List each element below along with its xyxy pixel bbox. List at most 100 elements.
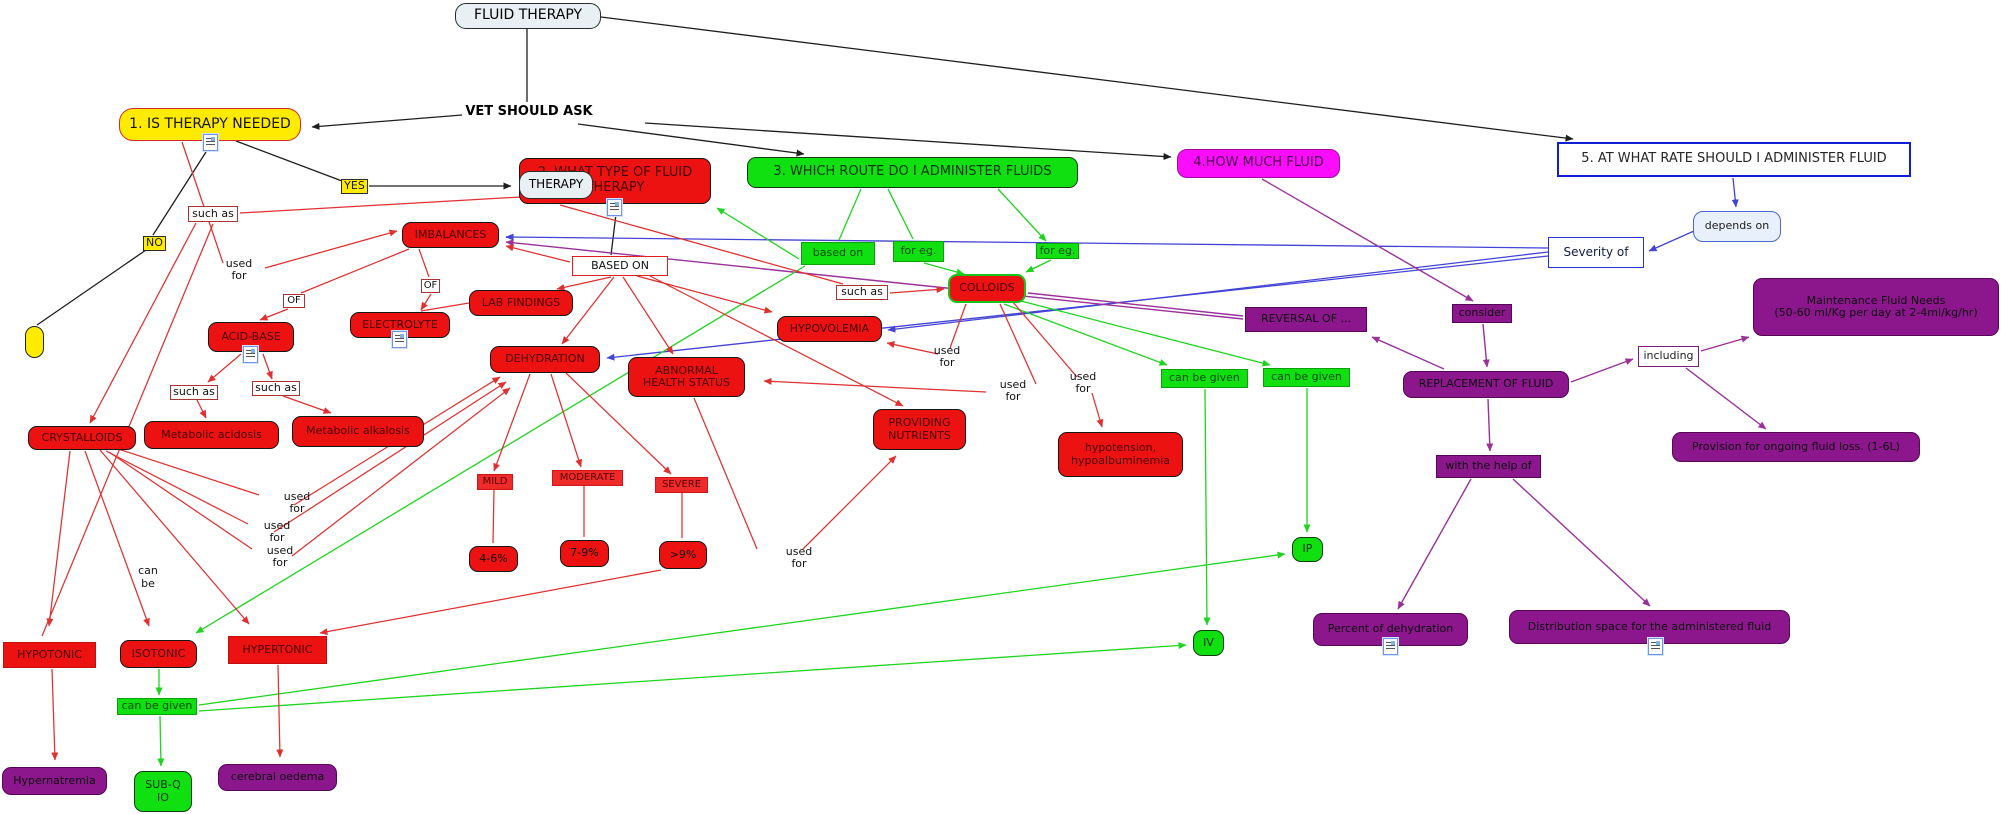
edge: [997, 188, 1047, 242]
document-resource-icon[interactable]: [392, 331, 407, 348]
link-used-for-1[interactable]: used for: [225, 256, 253, 282]
crystalloids[interactable]: CRYSTALLOIDS: [28, 426, 136, 450]
edge: [1011, 300, 1078, 378]
link-used-for-4[interactable]: used for: [266, 543, 294, 569]
edge: [1512, 478, 1651, 607]
imbalances[interactable]: IMBALANCES: [402, 222, 499, 248]
link-depends-on[interactable]: depends on: [1693, 211, 1781, 242]
edge: [763, 377, 987, 393]
document-resource-icon[interactable]: [1383, 638, 1398, 655]
edge: [420, 302, 470, 312]
pct-7-9[interactable]: 7-9%: [560, 540, 609, 567]
pct-4-6[interactable]: 4-6%: [469, 546, 518, 572]
link-can-be-given-2[interactable]: can be given: [1263, 368, 1350, 387]
moderate[interactable]: MODERATE: [552, 470, 623, 486]
label-yes[interactable]: YES: [341, 179, 368, 194]
dehydration[interactable]: DEHYDRATION: [490, 346, 600, 373]
document-resource-icon[interactable]: [203, 134, 218, 151]
link-can-be-given-bottom[interactable]: can be given: [117, 698, 197, 715]
fluid-therapy[interactable]: FLUID THERAPY: [455, 3, 601, 29]
hypotension-hypoalbuminemia[interactable]: hypotension, hypoalbuminemia: [1058, 432, 1183, 477]
link-used-for-3[interactable]: used for: [263, 518, 291, 544]
link-based-on-green[interactable]: based on: [801, 242, 875, 265]
question-5-what-rate[interactable]: 5. AT WHAT RATE SHOULD I ADMINISTER FLUI…: [1557, 142, 1911, 177]
link-such-as-colloids[interactable]: such as: [836, 285, 888, 300]
mild[interactable]: MILD: [477, 474, 513, 490]
edge: [923, 262, 965, 276]
edge: [198, 551, 1286, 706]
link-based-on[interactable]: BASED ON: [572, 256, 668, 276]
terminal-oval[interactable]: [25, 326, 44, 358]
link-including[interactable]: including: [1638, 346, 1699, 367]
edge: [559, 204, 844, 285]
link-such-as-2[interactable]: such as: [252, 381, 300, 396]
document-resource-icon[interactable]: [243, 346, 258, 363]
hypernatremia[interactable]: Hypernatremia: [2, 767, 107, 795]
edge: [111, 446, 260, 496]
question-3-which-route[interactable]: 3. WHICH ROUTE DO I ADMINISTER FLUIDS: [747, 157, 1078, 188]
edge: [1091, 392, 1104, 428]
metabolic-acidosis[interactable]: Metabolic acidosis: [144, 421, 279, 449]
link-used-for-7[interactable]: used for: [999, 377, 1027, 403]
edge: [420, 293, 432, 311]
link-used-for-5[interactable]: used for: [785, 544, 813, 570]
iv[interactable]: IV: [1193, 630, 1224, 656]
link-used-for-6[interactable]: used for: [933, 343, 961, 369]
edge: [492, 489, 495, 544]
edge: [1203, 388, 1211, 626]
ip[interactable]: IP: [1292, 537, 1323, 562]
edge: [1486, 398, 1494, 452]
abnormal-health-status[interactable]: ABNORMAL HEALTH STATUS: [628, 357, 745, 397]
link-with-the-help-of[interactable]: with the help of: [1436, 455, 1541, 478]
hypotonic[interactable]: HYPOTONIC: [3, 642, 96, 668]
link-such-as-1[interactable]: such as: [170, 385, 218, 400]
edge: [1261, 178, 1474, 302]
document-resource-icon[interactable]: [1648, 638, 1663, 655]
reversal-of[interactable]: REVERSAL OF ...: [1245, 307, 1367, 332]
colloids[interactable]: COLLOIDS: [948, 274, 1026, 303]
link-of-1[interactable]: OF: [421, 279, 440, 293]
link-can-be[interactable]: can be: [138, 564, 158, 590]
vet-should-ask: VET SHOULD ASK: [465, 103, 593, 119]
edge: [887, 251, 1549, 333]
edge: [1020, 300, 1271, 367]
severity-of[interactable]: Severity of: [1548, 237, 1644, 268]
lab-findings[interactable]: LAB FINDINGS: [469, 290, 573, 316]
isotonic[interactable]: ISOTONIC: [120, 640, 197, 668]
link-used-for-8[interactable]: used for: [1069, 369, 1097, 395]
cerebral-oedema[interactable]: cerebral oedema: [218, 764, 337, 791]
edge: [802, 455, 897, 550]
edge: [418, 248, 430, 278]
maintenance-fluid-needs[interactable]: Maintenance Fluid Needs (50-60 ml/Kg per…: [1753, 278, 1999, 336]
question-4-how-much-fluid[interactable]: 4.HOW MUCH FLUID: [1177, 149, 1340, 178]
link-for-eg-2[interactable]: for eg.: [1036, 243, 1079, 259]
therapy-overlay[interactable]: THERAPY: [519, 171, 593, 199]
hypovolemia[interactable]: HYPOVOLEMIA: [777, 316, 882, 342]
link-consider[interactable]: consider: [1452, 304, 1512, 323]
providing-nutrients[interactable]: PROVIDING NUTRIENTS: [873, 409, 966, 450]
edge: [644, 122, 1172, 161]
sub-q-io[interactable]: SUB-Q IO: [134, 771, 192, 812]
edge: [99, 449, 250, 625]
pct-gt-9[interactable]: >9%: [659, 541, 707, 569]
edge: [889, 286, 945, 294]
label-no[interactable]: NO: [143, 236, 166, 251]
link-of-2[interactable]: OF: [283, 294, 305, 308]
edge: [181, 141, 224, 264]
link-can-be-given-1[interactable]: can be given: [1161, 369, 1248, 388]
edge: [282, 395, 332, 414]
hypertonic[interactable]: HYPERTONIC: [228, 636, 327, 664]
link-used-for-2[interactable]: used for: [283, 489, 311, 515]
document-resource-icon[interactable]: [607, 199, 622, 216]
link-such-as-top[interactable]: such as: [188, 206, 238, 222]
severe[interactable]: SEVERE: [655, 477, 708, 493]
metabolic-alkalosis[interactable]: Metabolic alkalosis: [292, 416, 424, 447]
edge: [152, 151, 207, 236]
replacement-of-fluid[interactable]: REPLACEMENT OF FLUID: [1403, 371, 1569, 398]
link-for-eg-1[interactable]: for eg.: [893, 241, 944, 262]
acid-base[interactable]: ACID-BASE: [208, 322, 294, 352]
provision-ongoing-fluid-loss[interactable]: Provision for ongoing fluid loss. (1-6L): [1672, 432, 1920, 462]
edge: [493, 373, 531, 472]
percent-of-dehydration[interactable]: Percent of dehydration: [1313, 613, 1468, 646]
